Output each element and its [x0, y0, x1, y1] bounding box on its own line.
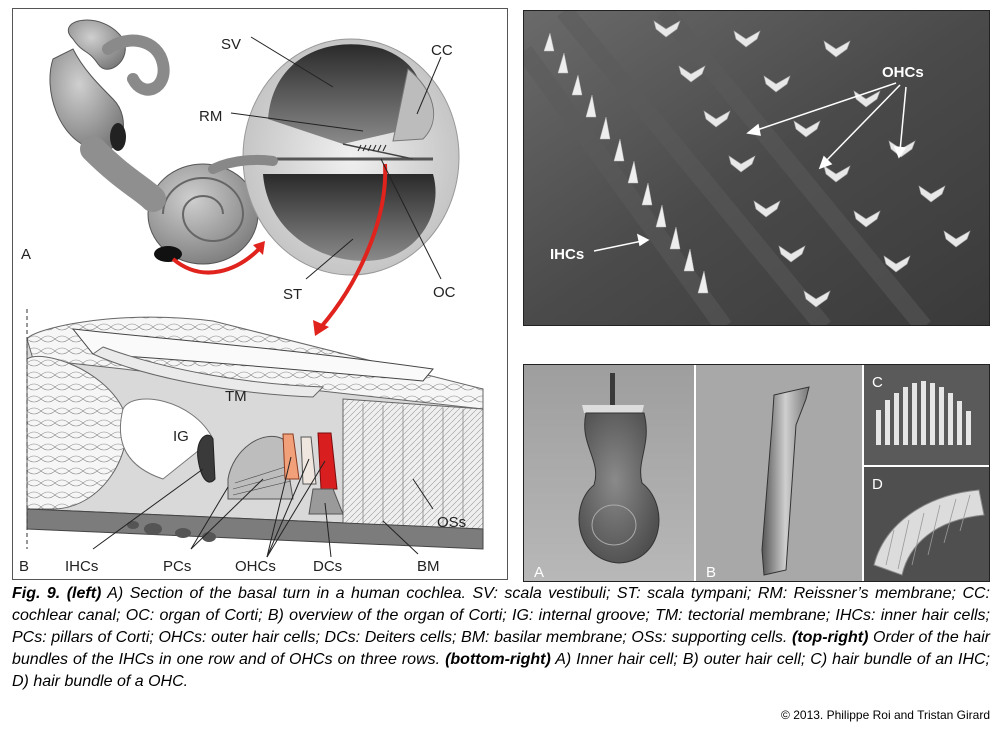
micrograph-d-ohc-bundle: D [864, 467, 989, 581]
copyright-notice: © 2013. Philippe Roi and Tristan Girard [781, 708, 990, 722]
figure-caption: Fig. 9. (left) A) Section of the basal t… [12, 583, 990, 693]
label-tm: TM [225, 388, 247, 405]
label-micro-d: D [872, 476, 883, 493]
label-sem-ihcs: IHCs [550, 246, 584, 263]
label-oc: OC [433, 284, 456, 301]
red-arrows [171, 163, 388, 336]
label-sv: SV [221, 36, 241, 53]
ohc-rows [653, 20, 971, 308]
cochlea-cross-section [208, 38, 460, 276]
label-oss: OSs [437, 514, 466, 531]
micrograph-b-outer-hair-cell: B [696, 365, 862, 581]
micrographs: A B C [524, 365, 989, 581]
label-micro-c: C [872, 374, 883, 391]
caption-fig-label: Fig. 9. [12, 585, 61, 602]
caption-left-text: A) Section of the basal turn in a human … [12, 585, 991, 646]
inner-ear-labyrinth [49, 19, 259, 265]
cochlea-diagram: SV CC RM ST OC A TM IG OSs B IHCs PCs OH… [19, 19, 484, 575]
organ-of-corti-block [26, 309, 484, 550]
caption-bottom-right-text: A) Inner hair cell; B) outer hair cell; … [12, 651, 990, 690]
sem-hair-bundles: OHCs IHCs [524, 11, 989, 325]
cochlea-diagram-panel: SV CC RM ST OC A TM IG OSs B IHCs PCs OH… [12, 8, 508, 580]
label-pcs: PCs [163, 558, 191, 575]
sem-annotation-arrows [593, 82, 907, 252]
label-ihcs: IHCs [65, 558, 98, 575]
label-sem-ohcs: OHCs [882, 64, 924, 81]
label-b: B [19, 558, 29, 575]
label-cc: CC [431, 42, 453, 59]
label-bm: BM [417, 558, 440, 575]
label-rm: RM [199, 108, 222, 125]
label-ohcs: OHCs [235, 558, 276, 575]
label-micro-b: B [706, 564, 716, 581]
label-st: ST [283, 286, 302, 303]
label-ig: IG [173, 428, 189, 445]
leader-lines-section [230, 36, 442, 280]
ihc-row [543, 32, 709, 294]
micrograph-c-ihc-bundle: C [864, 365, 989, 465]
micrographs-panel: A B C [523, 364, 990, 582]
caption-left-head: (left) [66, 585, 102, 602]
caption-top-right-head: (top-right) [791, 629, 869, 646]
leader-lines-organ [92, 456, 434, 558]
label-dcs: DCs [313, 558, 342, 575]
caption-bottom-right-head: (bottom-right) [445, 651, 551, 668]
micrograph-a-inner-hair-cell: A [524, 365, 694, 581]
label-a: A [21, 246, 31, 263]
caption-top-right-text: Order of the hair bundles of the IHCs in… [12, 629, 991, 668]
label-micro-a: A [534, 564, 544, 581]
sem-hair-bundles-panel: OHCs IHCs [523, 10, 990, 326]
